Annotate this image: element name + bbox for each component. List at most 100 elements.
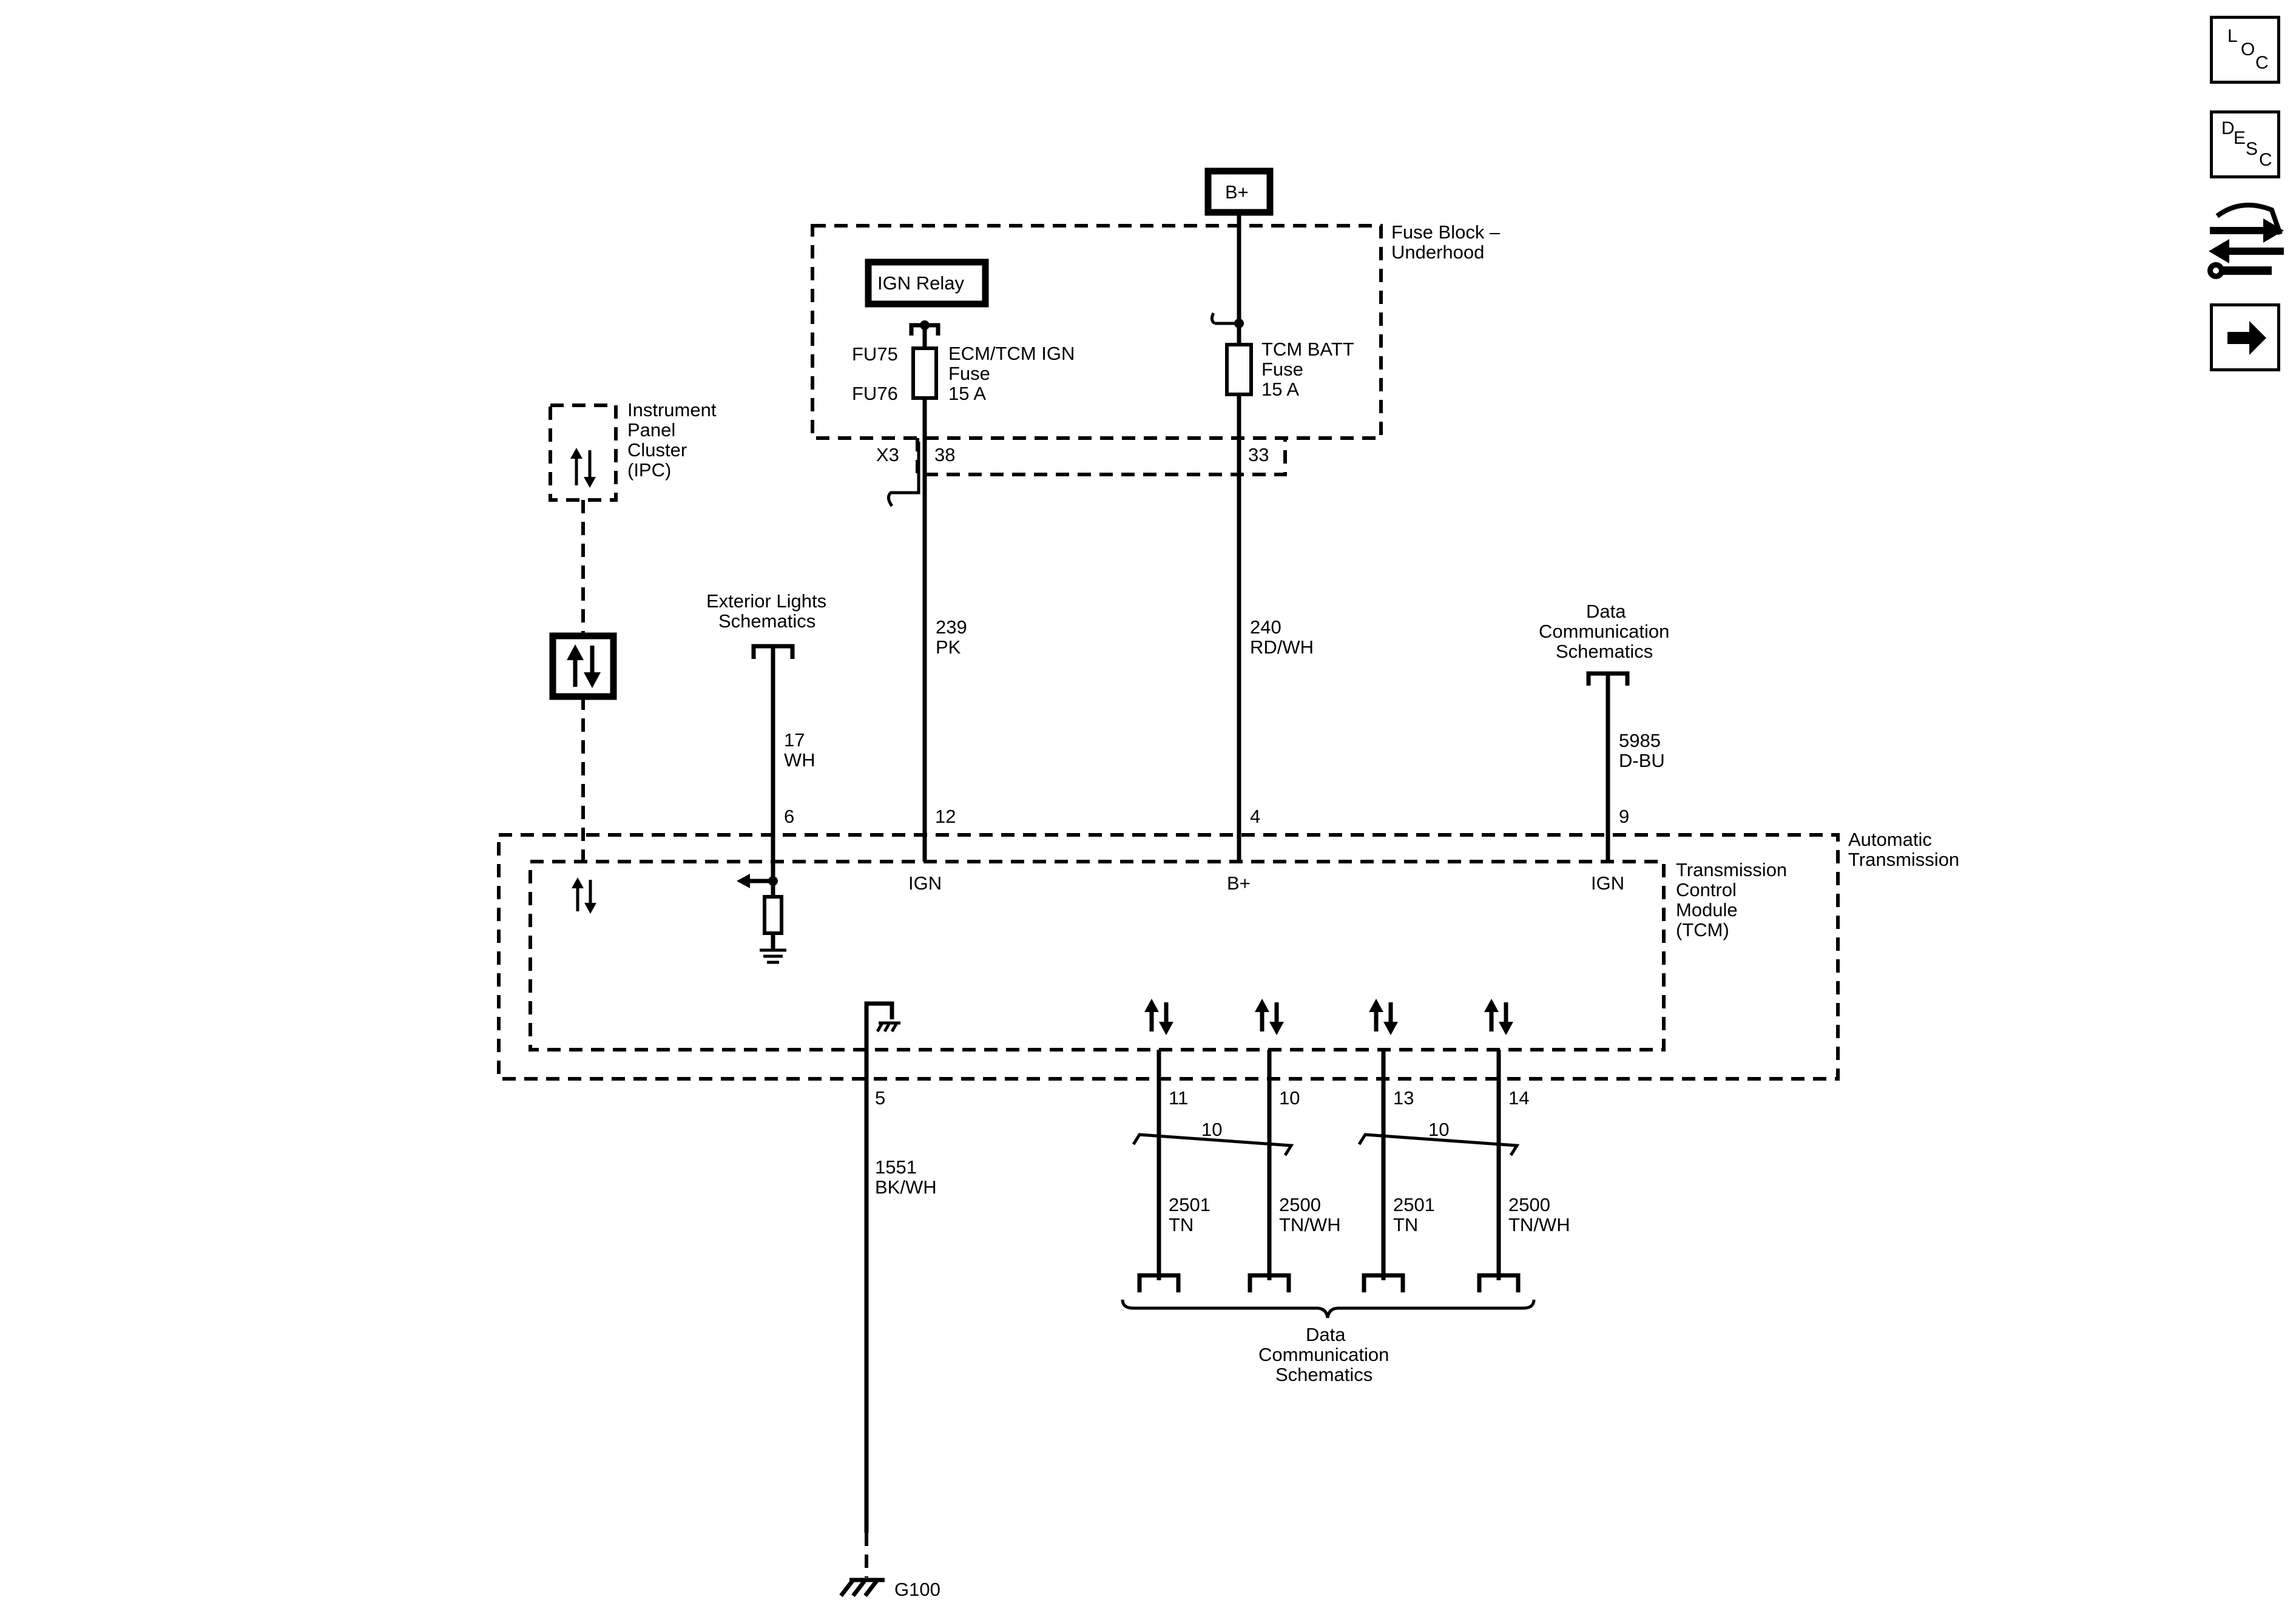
data-comm-connector [1137, 1273, 1181, 1292]
g100-ground-icon [839, 1578, 885, 1598]
next-button[interactable] [2210, 303, 2280, 371]
can-wire-circuit: 2501 [1393, 1194, 1435, 1215]
desc-letter: D [2221, 118, 2235, 138]
tcm-pin-5: 5 [875, 1087, 885, 1109]
x3-connector-outline [916, 438, 1287, 476]
tcm-fuse-label: TCM BATT [1261, 339, 1354, 360]
data-comm-top-label: Data [1586, 601, 1626, 622]
can-bidirectional-icon [1369, 999, 1398, 1035]
twisted-pair-marker [1357, 1133, 1520, 1156]
can-wire-circuit: 2501 [1169, 1194, 1210, 1215]
data-comm-top-label: Communication [1539, 621, 1669, 642]
desc-letter: S [2246, 139, 2258, 159]
ign-wire-circuit: 239 [936, 616, 967, 638]
fu76-label: FU76 [852, 383, 898, 404]
fuse-block-label: Underhood [1391, 241, 1484, 263]
automatic-transmission-label: Automatic [1848, 829, 1932, 850]
ecm-fuse-label: ECM/TCM IGN [948, 343, 1075, 364]
batt-splice-hook [1210, 312, 1239, 325]
ign-relay-box [865, 258, 989, 308]
tcm-label: Module [1676, 899, 1738, 920]
tcm-fuse-label: 15 A [1261, 379, 1299, 400]
data-comm-top-label: Schematics [1556, 641, 1653, 662]
ground-wire-color: BK/WH [875, 1176, 937, 1198]
tcm-label: (TCM) [1676, 919, 1729, 940]
data-comm-bottom-label: Communication [1258, 1344, 1389, 1365]
tcm-label: Control [1676, 879, 1737, 900]
tcm-pin-9: 9 [1619, 806, 1629, 827]
data-comm-bottom-label: Schematics [1275, 1364, 1373, 1385]
lights-input-arrowhead [737, 874, 750, 888]
data-wire-circuit: 5985 [1619, 730, 1661, 751]
serial-data-icon [567, 644, 601, 688]
ign-wire-color: PK [936, 636, 961, 658]
data-comm-bottom-label: Data [1306, 1324, 1346, 1345]
b-plus-label: B+ [1225, 181, 1249, 203]
tcm-batt-fuse [1225, 343, 1253, 396]
ipc-outline [549, 403, 618, 502]
right-arrow-icon [2227, 321, 2266, 355]
desc-letter: E [2234, 128, 2246, 148]
internal-ground-icon [760, 948, 786, 964]
tcm-chassis-ground-icon [876, 1021, 900, 1033]
fuse-block-outline [811, 224, 1383, 440]
ecm-fuse-label: Fuse [948, 363, 990, 384]
tcm-serial-data-icon [572, 877, 596, 914]
automatic-transmission-outline [497, 833, 1840, 1081]
tcm-outline [528, 860, 1666, 1052]
tcm-pin-13: 13 [1393, 1087, 1414, 1109]
tcm-pin-10: 10 [1279, 1087, 1300, 1109]
loc-letter: L [2227, 26, 2238, 46]
tcm-input-ign: IGN [1591, 873, 1624, 894]
ecm-fuse-label: 15 A [948, 383, 986, 404]
tcm-label: Transmission [1676, 859, 1787, 880]
x3-pin-38: 38 [934, 444, 955, 465]
can-bidirectional-icon [1484, 999, 1513, 1035]
lights-wire-color: WH [784, 749, 815, 771]
batt-wire-circuit: 240 [1250, 616, 1281, 638]
can-wire-circuit: 2500 [1508, 1194, 1550, 1215]
twisted-pair-label: 10 [1428, 1119, 1449, 1140]
ipc-label: Cluster [627, 439, 687, 461]
tcm-pin-6: 6 [784, 806, 794, 827]
data-comm-connector [1477, 1273, 1521, 1292]
serial-data-box [549, 632, 617, 700]
ipc-label: (IPC) [627, 459, 671, 481]
exterior-lights-label: Schematics [718, 610, 815, 632]
automatic-transmission-label: Transmission [1848, 849, 1959, 870]
diagnostic-procedure-icon[interactable] [2205, 198, 2288, 283]
loc-letter: O [2241, 39, 2255, 59]
ipc-label: Instrument [627, 399, 717, 420]
batt-wire-color: RD/WH [1250, 636, 1314, 658]
can-wire-color: TN/WH [1279, 1214, 1341, 1235]
tcm-ground-path [864, 1001, 894, 1079]
tcm-pin-12: 12 [935, 806, 956, 827]
fuse-block-label: Fuse Block – [1391, 221, 1501, 243]
tcm-pin-14: 14 [1508, 1087, 1529, 1109]
twisted-pair-marker [1132, 1133, 1294, 1156]
data-comm-connector [1362, 1273, 1405, 1292]
loc-letter: C [2255, 53, 2269, 73]
tcm-input-ign: IGN [908, 873, 942, 894]
can-wire-color: TN [1169, 1214, 1194, 1235]
tcm-input-bplus: B+ [1227, 873, 1251, 894]
ipc-bidirectional-icon [570, 448, 596, 488]
g100-label: G100 [894, 1579, 940, 1600]
tcm-pin-11: 11 [1169, 1087, 1188, 1109]
can-wire-color: TN [1393, 1214, 1418, 1235]
x3-pin-33: 33 [1248, 444, 1269, 465]
twisted-pair-label: 10 [1201, 1119, 1222, 1140]
desc-button[interactable]: D E S C [2210, 110, 2280, 178]
loc-button[interactable]: L O C [2210, 16, 2280, 84]
ipc-label: Panel [627, 419, 675, 441]
tcm-pin-4: 4 [1250, 806, 1260, 827]
ign-branch-hook [887, 442, 920, 507]
data-comm-brace [1121, 1299, 1536, 1318]
can-bidirectional-icon [1144, 999, 1173, 1035]
data-wire-color: D-BU [1619, 750, 1665, 771]
ground-wire-circuit: 1551 [875, 1156, 917, 1178]
ecm-tcm-ign-fuse [911, 346, 938, 400]
lights-input-resistor [763, 895, 783, 935]
can-wire-circuit: 2500 [1279, 1194, 1321, 1215]
